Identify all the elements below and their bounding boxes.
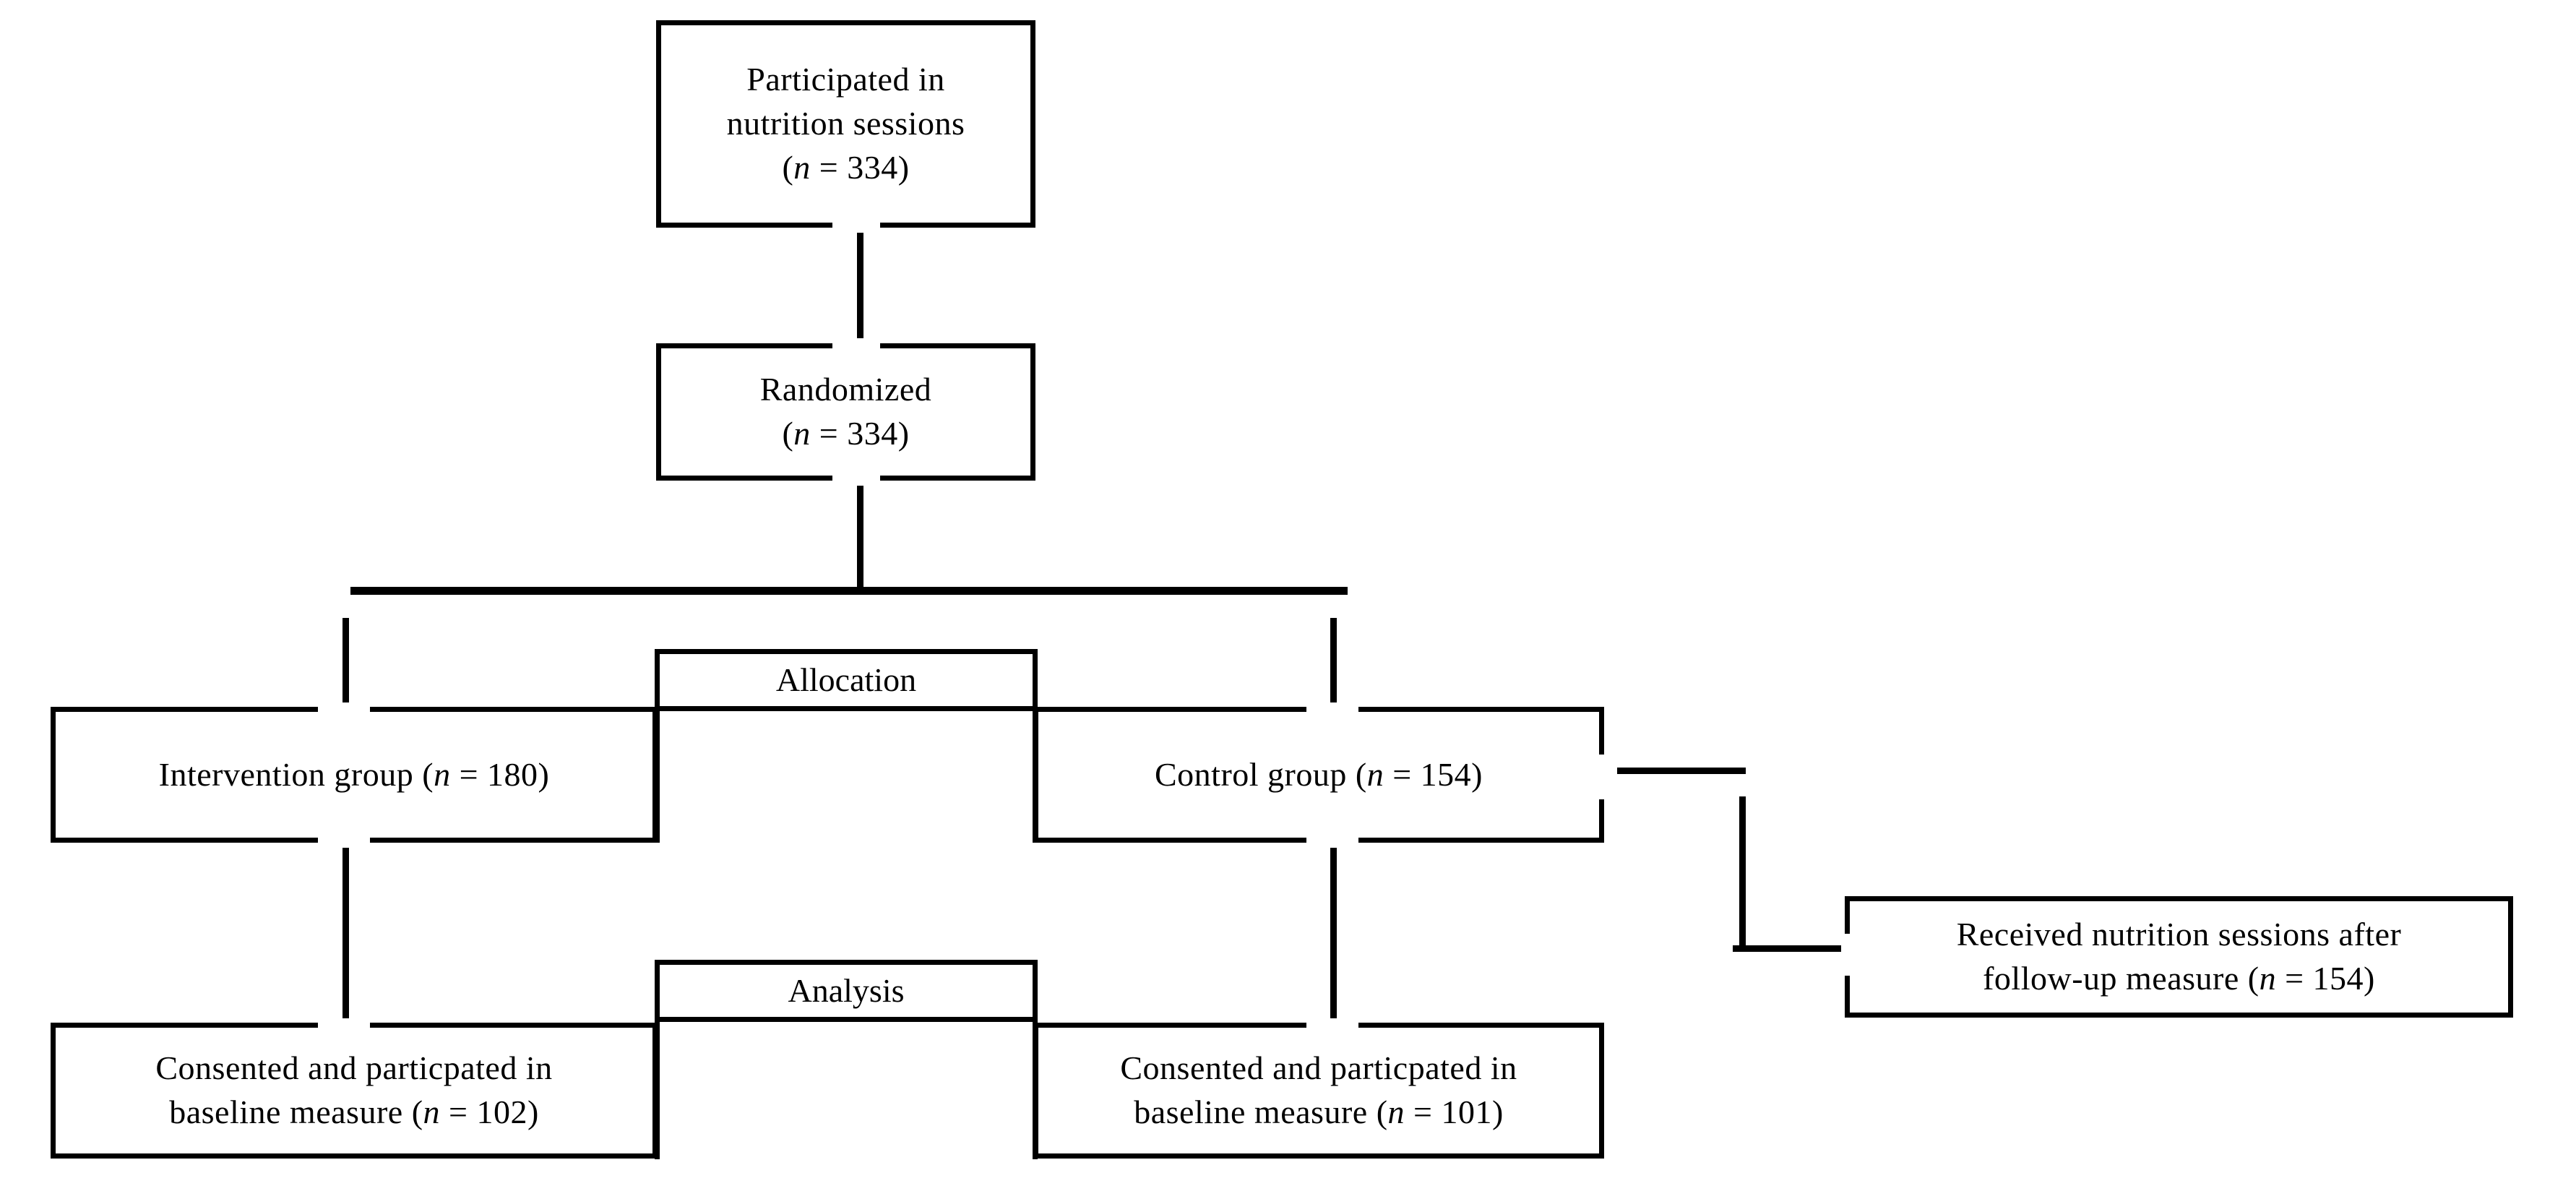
node-intervention-label: Intervention group	[158, 755, 423, 793]
n-value: = 101)	[1405, 1093, 1504, 1130]
node-control-text: Control group (n = 154)	[1155, 753, 1483, 797]
connector-randomized-to-split	[857, 483, 863, 588]
node-baseline-intervention: Consented and particpated in baseline me…	[51, 1023, 658, 1159]
node-received-nutrition-sessions: Received nutrition sessions after follow…	[1845, 896, 2513, 1018]
n-value: = 180)	[450, 755, 550, 793]
n-value: = 334)	[810, 148, 910, 186]
connector-notch-participated-bottom	[832, 223, 880, 233]
n-value: = 102)	[440, 1093, 539, 1130]
paren-open: (	[2247, 960, 2260, 997]
node-baseline-right-line-2: baseline measure (n = 101)	[1134, 1091, 1504, 1135]
allocation-stage-label-box: Allocation	[655, 649, 1038, 711]
connector-notch-baseline-left-top	[318, 1018, 370, 1028]
analysis-stage-label: Analysis	[788, 972, 905, 1010]
allocation-stage-label: Allocation	[775, 661, 917, 699]
n-value: = 154)	[1384, 755, 1483, 793]
node-participated-line-2: nutrition sessions	[726, 105, 965, 142]
node-baseline-left-label-2: baseline measure	[169, 1093, 412, 1130]
paren-open: (	[1355, 755, 1367, 793]
node-participated-in-nutrition-sessions: Participated in nutrition sessions (n = …	[656, 20, 1035, 228]
paren-open: (	[1376, 1093, 1388, 1130]
connector-notch-control-top	[1306, 702, 1358, 713]
connector-notch-randomized-top	[832, 338, 880, 348]
connector-notch-baseline-right-top	[1306, 1018, 1358, 1028]
connector-control-to-received-segment-3	[1733, 945, 1848, 952]
connector-notch-intervention-bottom	[318, 838, 370, 848]
connector-split-to-intervention	[343, 618, 349, 710]
analysis-stage-label-box: Analysis	[655, 960, 1038, 1022]
n-symbol: n	[423, 1093, 441, 1130]
connector-intervention-to-baseline-left	[343, 838, 349, 1028]
connector-allocation-split-bar	[350, 587, 1348, 595]
connector-notch-control-bottom	[1306, 838, 1358, 848]
node-intervention-group: Intervention group (n = 180)	[51, 707, 658, 843]
node-participated-line-1: Participated in	[746, 61, 945, 98]
node-received-line-1: Received nutrition sessions after	[1956, 916, 2402, 953]
connector-notch-randomized-bottom	[832, 476, 880, 486]
n-symbol: n	[1366, 755, 1384, 793]
n-symbol: n	[2259, 960, 2277, 997]
n-symbol: n	[434, 755, 451, 793]
n-value: = 154)	[2276, 960, 2375, 997]
connector-notch-control-right	[1598, 755, 1608, 799]
paren-open: (	[422, 755, 434, 793]
node-participated-count: (n = 334)	[782, 146, 909, 190]
connector-notch-intervention-top	[318, 702, 370, 713]
paren-open: (	[782, 148, 794, 186]
connector-control-to-baseline-right	[1330, 838, 1337, 1028]
node-baseline-left-line-1: Consented and particpated in	[155, 1049, 553, 1087]
paren-open: (	[782, 415, 794, 452]
node-baseline-right-line-1: Consented and particpated in	[1120, 1049, 1517, 1087]
node-received-line-2: follow-up measure (n = 154)	[1983, 957, 2375, 1001]
node-baseline-control: Consented and particpated in baseline me…	[1033, 1023, 1604, 1159]
n-symbol: n	[1387, 1093, 1405, 1130]
paren-open: (	[411, 1093, 423, 1130]
node-intervention-text: Intervention group (n = 180)	[159, 753, 550, 797]
connector-control-to-received-segment-2	[1739, 796, 1746, 947]
connector-notch-received-left	[1841, 934, 1851, 976]
connector-participated-to-randomized	[857, 230, 863, 345]
n-value: = 334)	[810, 415, 910, 452]
connector-split-to-control	[1330, 618, 1337, 710]
node-control-group: Control group (n = 154)	[1033, 707, 1604, 843]
node-baseline-left-line-2: baseline measure (n = 102)	[169, 1091, 539, 1135]
n-symbol: n	[793, 415, 811, 452]
node-randomized-line-1: Randomized	[759, 371, 932, 408]
node-control-label: Control group	[1155, 755, 1356, 793]
node-received-label-2: follow-up measure	[1983, 960, 2248, 997]
node-baseline-right-label-2: baseline measure	[1134, 1093, 1377, 1130]
n-symbol: n	[793, 148, 811, 186]
node-randomized: Randomized (n = 334)	[656, 343, 1035, 481]
connector-control-to-received-segment-1	[1617, 768, 1746, 774]
node-randomized-count: (n = 334)	[782, 412, 909, 456]
